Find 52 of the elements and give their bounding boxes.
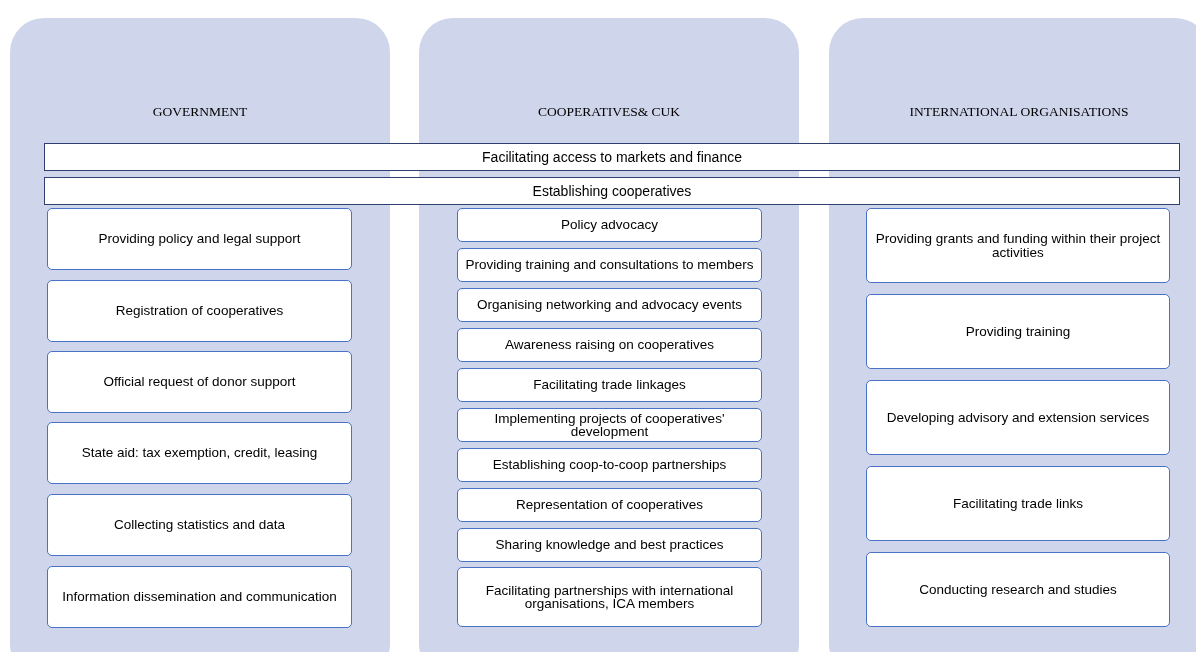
activity-box <box>866 380 1170 455</box>
activity-text: Representation of cooperatives <box>515 498 704 512</box>
activity-box <box>47 208 352 270</box>
activity-text: Conducting research and studies <box>918 582 1118 597</box>
activity-text: Developing advisory and extension services <box>885 410 1151 425</box>
column-heading: COOPERATIVES& CUK <box>536 104 682 120</box>
activity-box <box>457 567 762 627</box>
activity-text: Facilitating trade links <box>952 496 1084 511</box>
activity-text: Establishing cooperatives <box>531 184 693 198</box>
activity-text: Providing grants and funding within their project activities <box>874 232 1162 259</box>
activity-box <box>47 422 352 484</box>
column-panel <box>10 18 390 652</box>
activity-text: Sharing knowledge and best practices <box>494 538 725 552</box>
column-heading: INTERNATIONAL ORGANISATIONS <box>908 104 1130 120</box>
banner-box <box>44 143 1180 171</box>
activity-text: Policy advocacy <box>560 218 659 232</box>
activity-box <box>866 466 1170 541</box>
column-heading: GOVERNMENT <box>151 104 249 120</box>
activity-box <box>866 552 1170 627</box>
activity-box <box>457 528 762 562</box>
activity-box <box>47 351 352 413</box>
activity-box <box>457 408 762 442</box>
activity-text: Providing training and consultations to members <box>464 258 755 272</box>
activity-text: Providing policy and legal support <box>97 232 302 246</box>
activity-text: Facilitating partnerships with international organisations, ICA members <box>484 583 735 611</box>
activity-text: Providing training <box>964 324 1072 339</box>
activity-box <box>457 248 762 282</box>
activity-text: Facilitating access to markets and finance <box>481 150 743 164</box>
activity-box <box>457 328 762 362</box>
activity-text: Organising networking and advocacy events <box>476 298 743 312</box>
activity-box <box>47 280 352 342</box>
activity-box <box>457 208 762 242</box>
activity-box <box>866 208 1170 283</box>
activity-text: Registration of cooperatives <box>114 304 285 318</box>
activity-box <box>457 488 762 522</box>
activity-box <box>866 294 1170 369</box>
activity-text: Information dissemination and communication <box>61 590 338 604</box>
activity-text: Official request of donor support <box>102 375 297 389</box>
activity-box <box>457 288 762 322</box>
activity-text: Establishing coop-to-coop partnerships <box>491 458 728 472</box>
activity-box <box>47 566 352 628</box>
activity-box <box>457 368 762 402</box>
activity-text: Facilitating trade linkages <box>532 378 687 392</box>
activity-text: Implementing projects of cooperatives' development <box>493 411 726 439</box>
column-panel <box>829 18 1196 652</box>
column-panel <box>419 18 799 652</box>
activity-box <box>457 448 762 482</box>
banner-box <box>44 177 1180 205</box>
activity-box <box>47 494 352 556</box>
activity-text: Awareness raising on cooperatives <box>503 338 716 352</box>
activity-text: Collecting statistics and data <box>112 518 287 532</box>
activity-text: State aid: tax exemption, credit, leasing <box>80 446 319 460</box>
